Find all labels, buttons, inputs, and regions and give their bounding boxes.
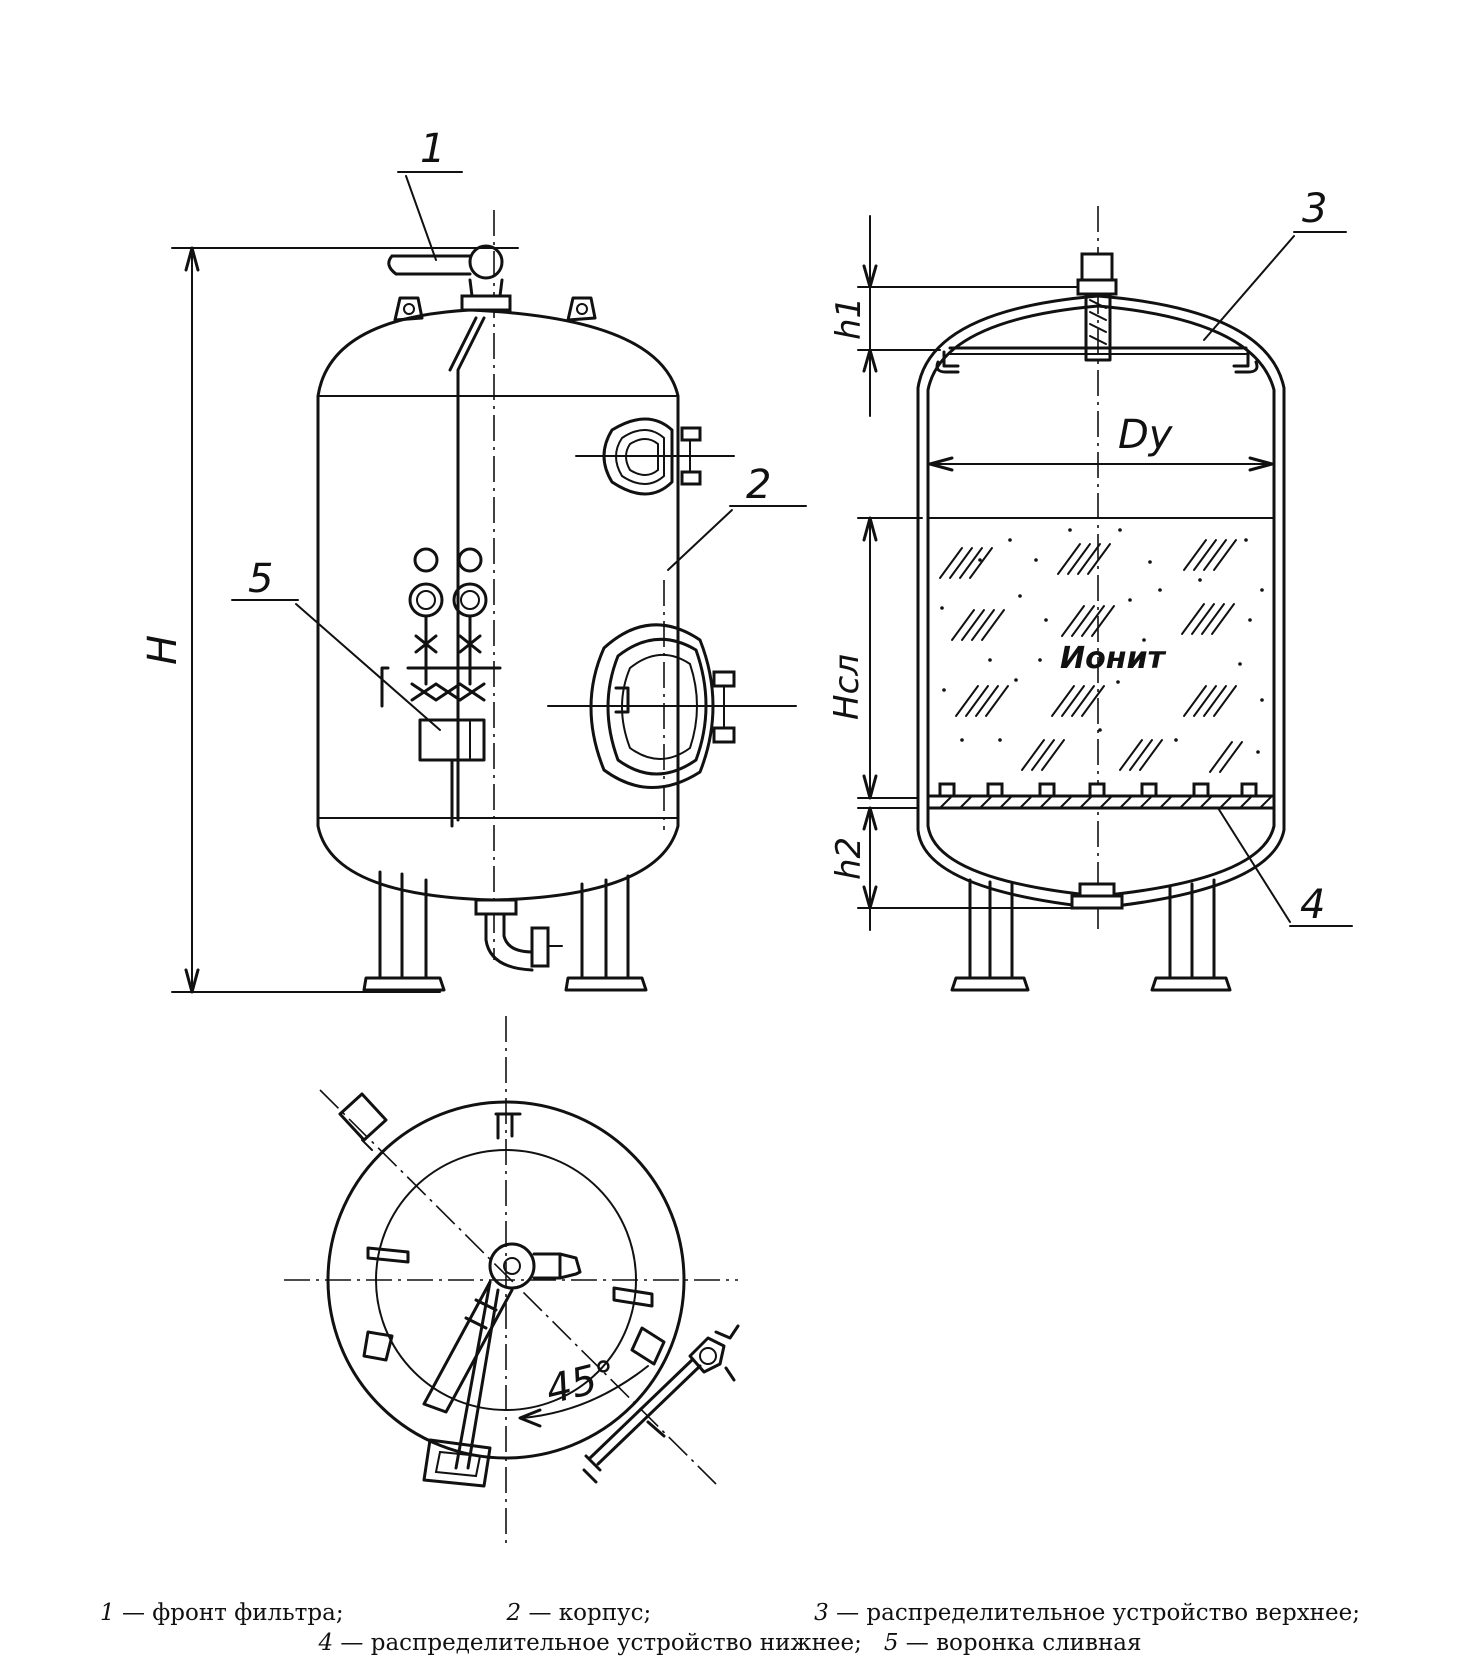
legend-item-5: 5 — воронка сливная bbox=[883, 1630, 1142, 1656]
callout-5: 5 bbox=[248, 556, 273, 602]
callout-1: 1 bbox=[420, 126, 445, 172]
section-view: h1 Hсл h2 Dу bbox=[827, 186, 1353, 992]
plan-view: 45° bbox=[284, 1016, 740, 1546]
legend-item-4: 4 — распределительное устройство нижнее; bbox=[318, 1630, 862, 1656]
dim-h1-label: h1 bbox=[829, 297, 869, 340]
dim-h2-label: h2 bbox=[829, 837, 869, 880]
front-view: H bbox=[140, 126, 807, 994]
legend-item-2: 2 — корпус; bbox=[506, 1600, 652, 1626]
dim-Hsl-label: Hсл bbox=[827, 654, 867, 720]
resin-hatching bbox=[939, 539, 1243, 773]
resin-label: Ионит bbox=[1060, 641, 1166, 676]
legend-item-1: 1 — фронт фильтра; bbox=[100, 1600, 344, 1626]
figure-legend: 1 — фронт фильтра; 2 — корпус; 3 — распр… bbox=[100, 1598, 1360, 1658]
legend-item-3: 3 — распределительное устройство верхнее… bbox=[814, 1600, 1360, 1626]
dim-H-label: H bbox=[140, 635, 186, 665]
dim-Dy-label: Dу bbox=[1118, 412, 1174, 458]
callout-3: 3 bbox=[1302, 186, 1327, 232]
nozzles bbox=[938, 782, 1258, 798]
callout-2: 2 bbox=[746, 462, 771, 508]
angle-45-label: 45° bbox=[541, 1352, 621, 1414]
callout-4: 4 bbox=[1300, 882, 1325, 928]
resin-dots bbox=[940, 528, 1264, 754]
